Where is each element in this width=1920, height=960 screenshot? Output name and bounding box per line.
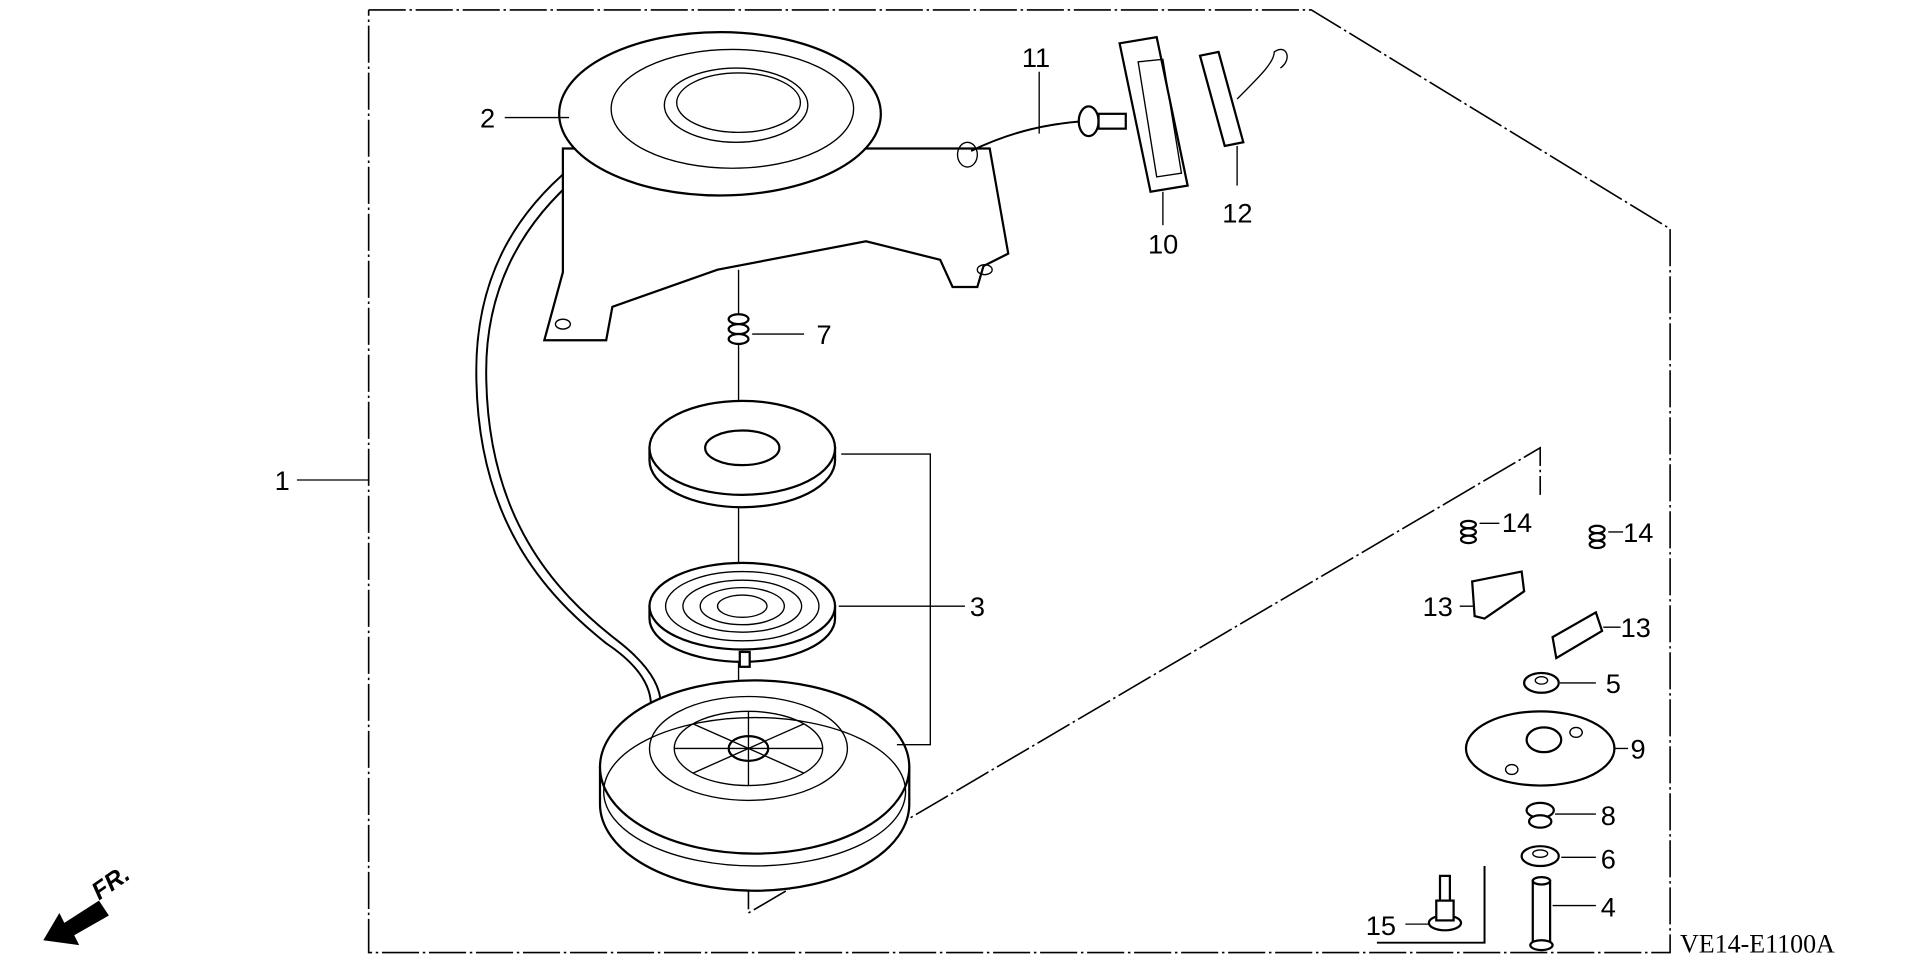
- callout-14b: 14: [1623, 517, 1653, 548]
- ratchet-guide-9: [1464, 710, 1616, 787]
- subassembly-frame: [747, 446, 1542, 915]
- callout-2: 2: [480, 102, 495, 133]
- callout-14a: 14: [1502, 507, 1532, 538]
- bracket-15: [1376, 865, 1486, 944]
- ratchet-13b: [1551, 610, 1604, 660]
- spring-8: [1525, 801, 1555, 829]
- callout-10: 10: [1148, 229, 1178, 260]
- callout-7: 7: [816, 319, 831, 350]
- callout-12: 12: [1222, 198, 1252, 229]
- callout-9: 9: [1631, 733, 1646, 764]
- callout-1: 1: [275, 465, 290, 496]
- rope-knot-insert: [1198, 48, 1288, 148]
- callout-15: 15: [1366, 910, 1396, 941]
- bolt-15: [1427, 874, 1463, 932]
- handle-rope: [970, 120, 1083, 152]
- washer-5: [1523, 671, 1560, 694]
- starter-cover: [542, 31, 1010, 342]
- spring-14a: [1459, 519, 1477, 545]
- front-direction-arrow: FR.: [43, 861, 135, 946]
- callout-4: 4: [1601, 892, 1616, 923]
- callout-6: 6: [1601, 843, 1616, 874]
- collar-4: [1529, 876, 1554, 952]
- spring-plate: [648, 399, 837, 509]
- callout-8: 8: [1601, 800, 1616, 831]
- recoil-spring: [648, 561, 837, 668]
- callout-13b: 13: [1621, 612, 1651, 643]
- assembly-frame: [367, 9, 1671, 954]
- callout-13a: 13: [1423, 591, 1453, 622]
- front-label: FR.: [87, 861, 135, 906]
- starter-rope-edge: [485, 172, 662, 718]
- spring-7: [727, 313, 750, 346]
- diagram-code: VE14-E1100A: [1680, 930, 1835, 959]
- bracket-3: [841, 453, 931, 746]
- callout-5: 5: [1606, 668, 1621, 699]
- starter-rope: [475, 166, 652, 718]
- spring-14b: [1588, 524, 1606, 550]
- callout-11: 11: [1022, 42, 1050, 73]
- washer-6: [1520, 845, 1560, 868]
- callout-3: 3: [970, 591, 985, 622]
- reel-pulley: [598, 679, 911, 892]
- starter-grip: [1077, 35, 1189, 194]
- ratchet-13a: [1470, 570, 1526, 620]
